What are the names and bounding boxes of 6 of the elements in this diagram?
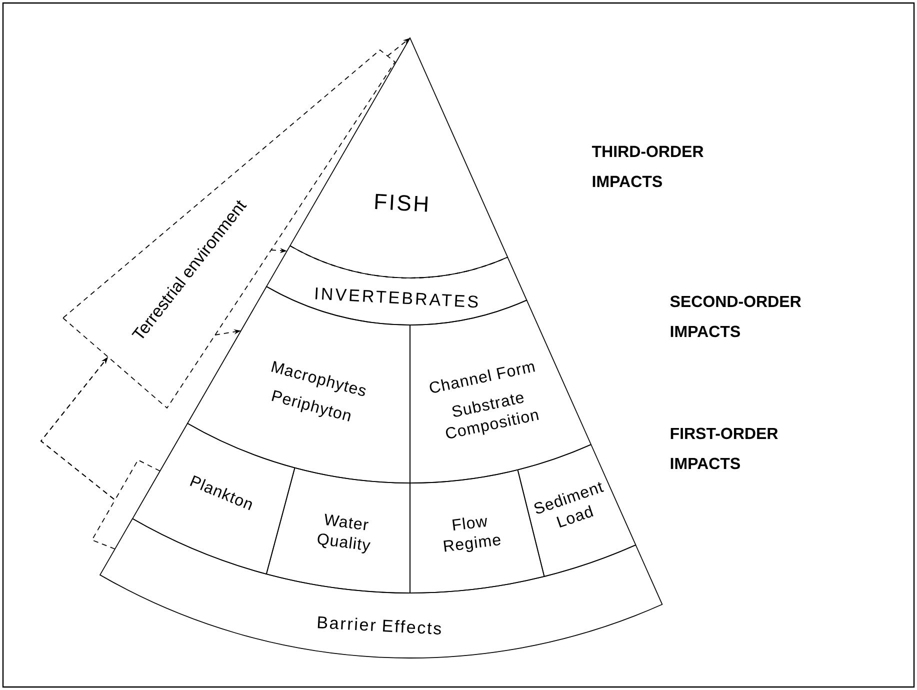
impact-label: FIRST-ORDER IMPACTS — [670, 428, 778, 470]
sector-cell: FISH — [290, 38, 508, 278]
impact-label: SECOND-ORDER IMPACTS — [670, 296, 802, 338]
band-cell: INVERTEBRATES — [266, 245, 528, 326]
impact-label: THIRD-ORDER IMPACTS — [592, 146, 704, 188]
cell: Water Quality — [266, 467, 410, 594]
